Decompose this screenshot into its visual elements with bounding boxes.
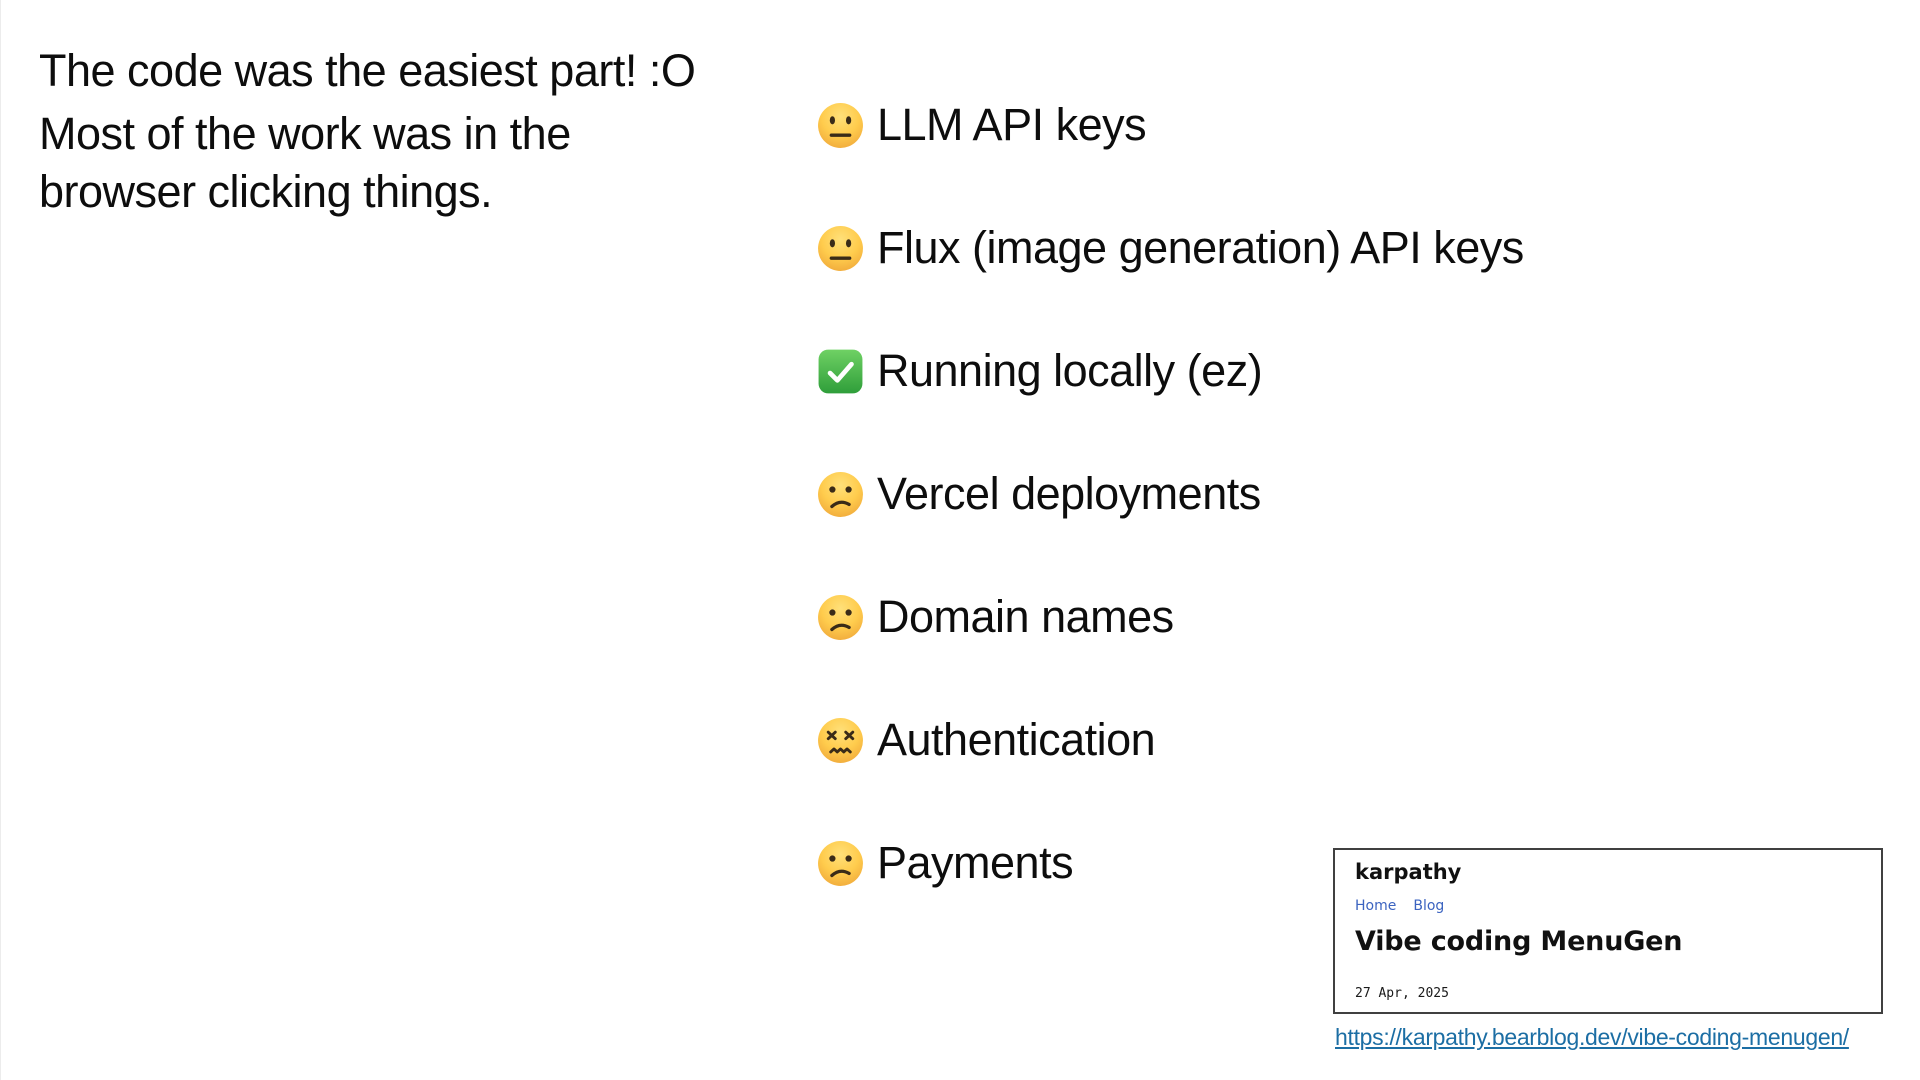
- checklist-item: Domain names: [817, 591, 1524, 643]
- checklist-item: LLM API keys: [817, 99, 1524, 151]
- confused-face-icon: [817, 840, 864, 887]
- nav-link-home: Home: [1355, 898, 1397, 914]
- blog-url-link[interactable]: https://karpathy.bearblog.dev/vibe-codin…: [1335, 1024, 1849, 1050]
- neutral-face-icon: [817, 225, 864, 272]
- checklist-item-label: Flux (image generation) API keys: [877, 222, 1524, 273]
- nav-link-blog: Blog: [1413, 898, 1445, 914]
- confounded-face-icon: [817, 717, 864, 764]
- checklist-item: Vercel deployments: [817, 468, 1524, 520]
- checklist-item: Payments: [817, 837, 1524, 889]
- blog-card-nav: Home Blog: [1355, 898, 1444, 914]
- slide-headline: The code was the easiest part! :O: [39, 45, 696, 96]
- checklist-item-label: Vercel deployments: [877, 468, 1261, 519]
- checklist-item: Flux (image generation) API keys: [817, 222, 1524, 274]
- checklist-item-label: Domain names: [877, 591, 1174, 642]
- neutral-face-icon: [817, 102, 864, 149]
- confused-face-icon: [817, 594, 864, 641]
- checklist: LLM API keys Flux (image generation) API…: [817, 99, 1524, 889]
- checklist-item: Running locally (ez): [817, 345, 1524, 397]
- intro-text-block: The code was the easiest part! :O Most o…: [39, 42, 799, 221]
- blog-post-title: Vibe coding MenuGen: [1355, 926, 1683, 957]
- checklist-item-label: LLM API keys: [877, 99, 1147, 150]
- blog-site-title: karpathy: [1355, 860, 1462, 884]
- confused-face-icon: [817, 471, 864, 518]
- checklist-item-label: Authentication: [877, 714, 1156, 765]
- blog-card: karpathy Home Blog Vibe coding MenuGen 2…: [1333, 848, 1883, 1014]
- checklist-item-label: Running locally (ez): [877, 345, 1263, 396]
- slide-subline: Most of the work was in the browser clic…: [39, 108, 571, 217]
- check-mark-button-icon: [817, 348, 864, 395]
- checklist-item-label: Payments: [877, 837, 1074, 888]
- checklist-item: Authentication: [817, 714, 1524, 766]
- blog-post-date: 27 Apr, 2025: [1355, 986, 1449, 1001]
